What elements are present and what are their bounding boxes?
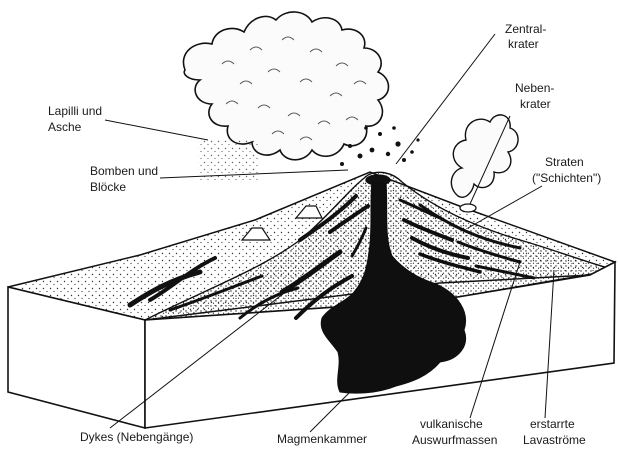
label-bombs-blocks-line1: Bomben und: [90, 164, 158, 178]
ash-cloud: [183, 12, 388, 160]
side-crater: [460, 204, 476, 212]
side-crater-plume: [451, 115, 518, 197]
label-central-crater-line1: Zentral-: [505, 22, 546, 36]
label-strata-line2: ("Schichten"): [532, 171, 601, 185]
label-lava-flows-line2: Lavaströme: [523, 433, 586, 447]
label-central-crater-line2: krater: [508, 37, 539, 51]
label-bombs-blocks-line2: Blöcke: [90, 180, 126, 194]
label-lapilli-ash-line1: Lapilli und: [48, 104, 102, 118]
label-dykes: Dykes (Nebengänge): [80, 430, 193, 444]
label-strata-line1: Straten: [545, 155, 584, 169]
label-pyroclastics-line1: vulkanische: [420, 417, 483, 431]
label-lapilli-ash-line2: Asche: [48, 120, 82, 134]
label-side-crater-line1: Neben-: [515, 81, 554, 95]
label-magma-chamber: Magmenkammer: [277, 432, 367, 446]
label-pyroclastics-line2: Auswurfmassen: [412, 433, 497, 447]
label-lava-flows-line1: erstarrte: [530, 417, 575, 431]
label-side-crater-line2: krater: [520, 97, 551, 111]
